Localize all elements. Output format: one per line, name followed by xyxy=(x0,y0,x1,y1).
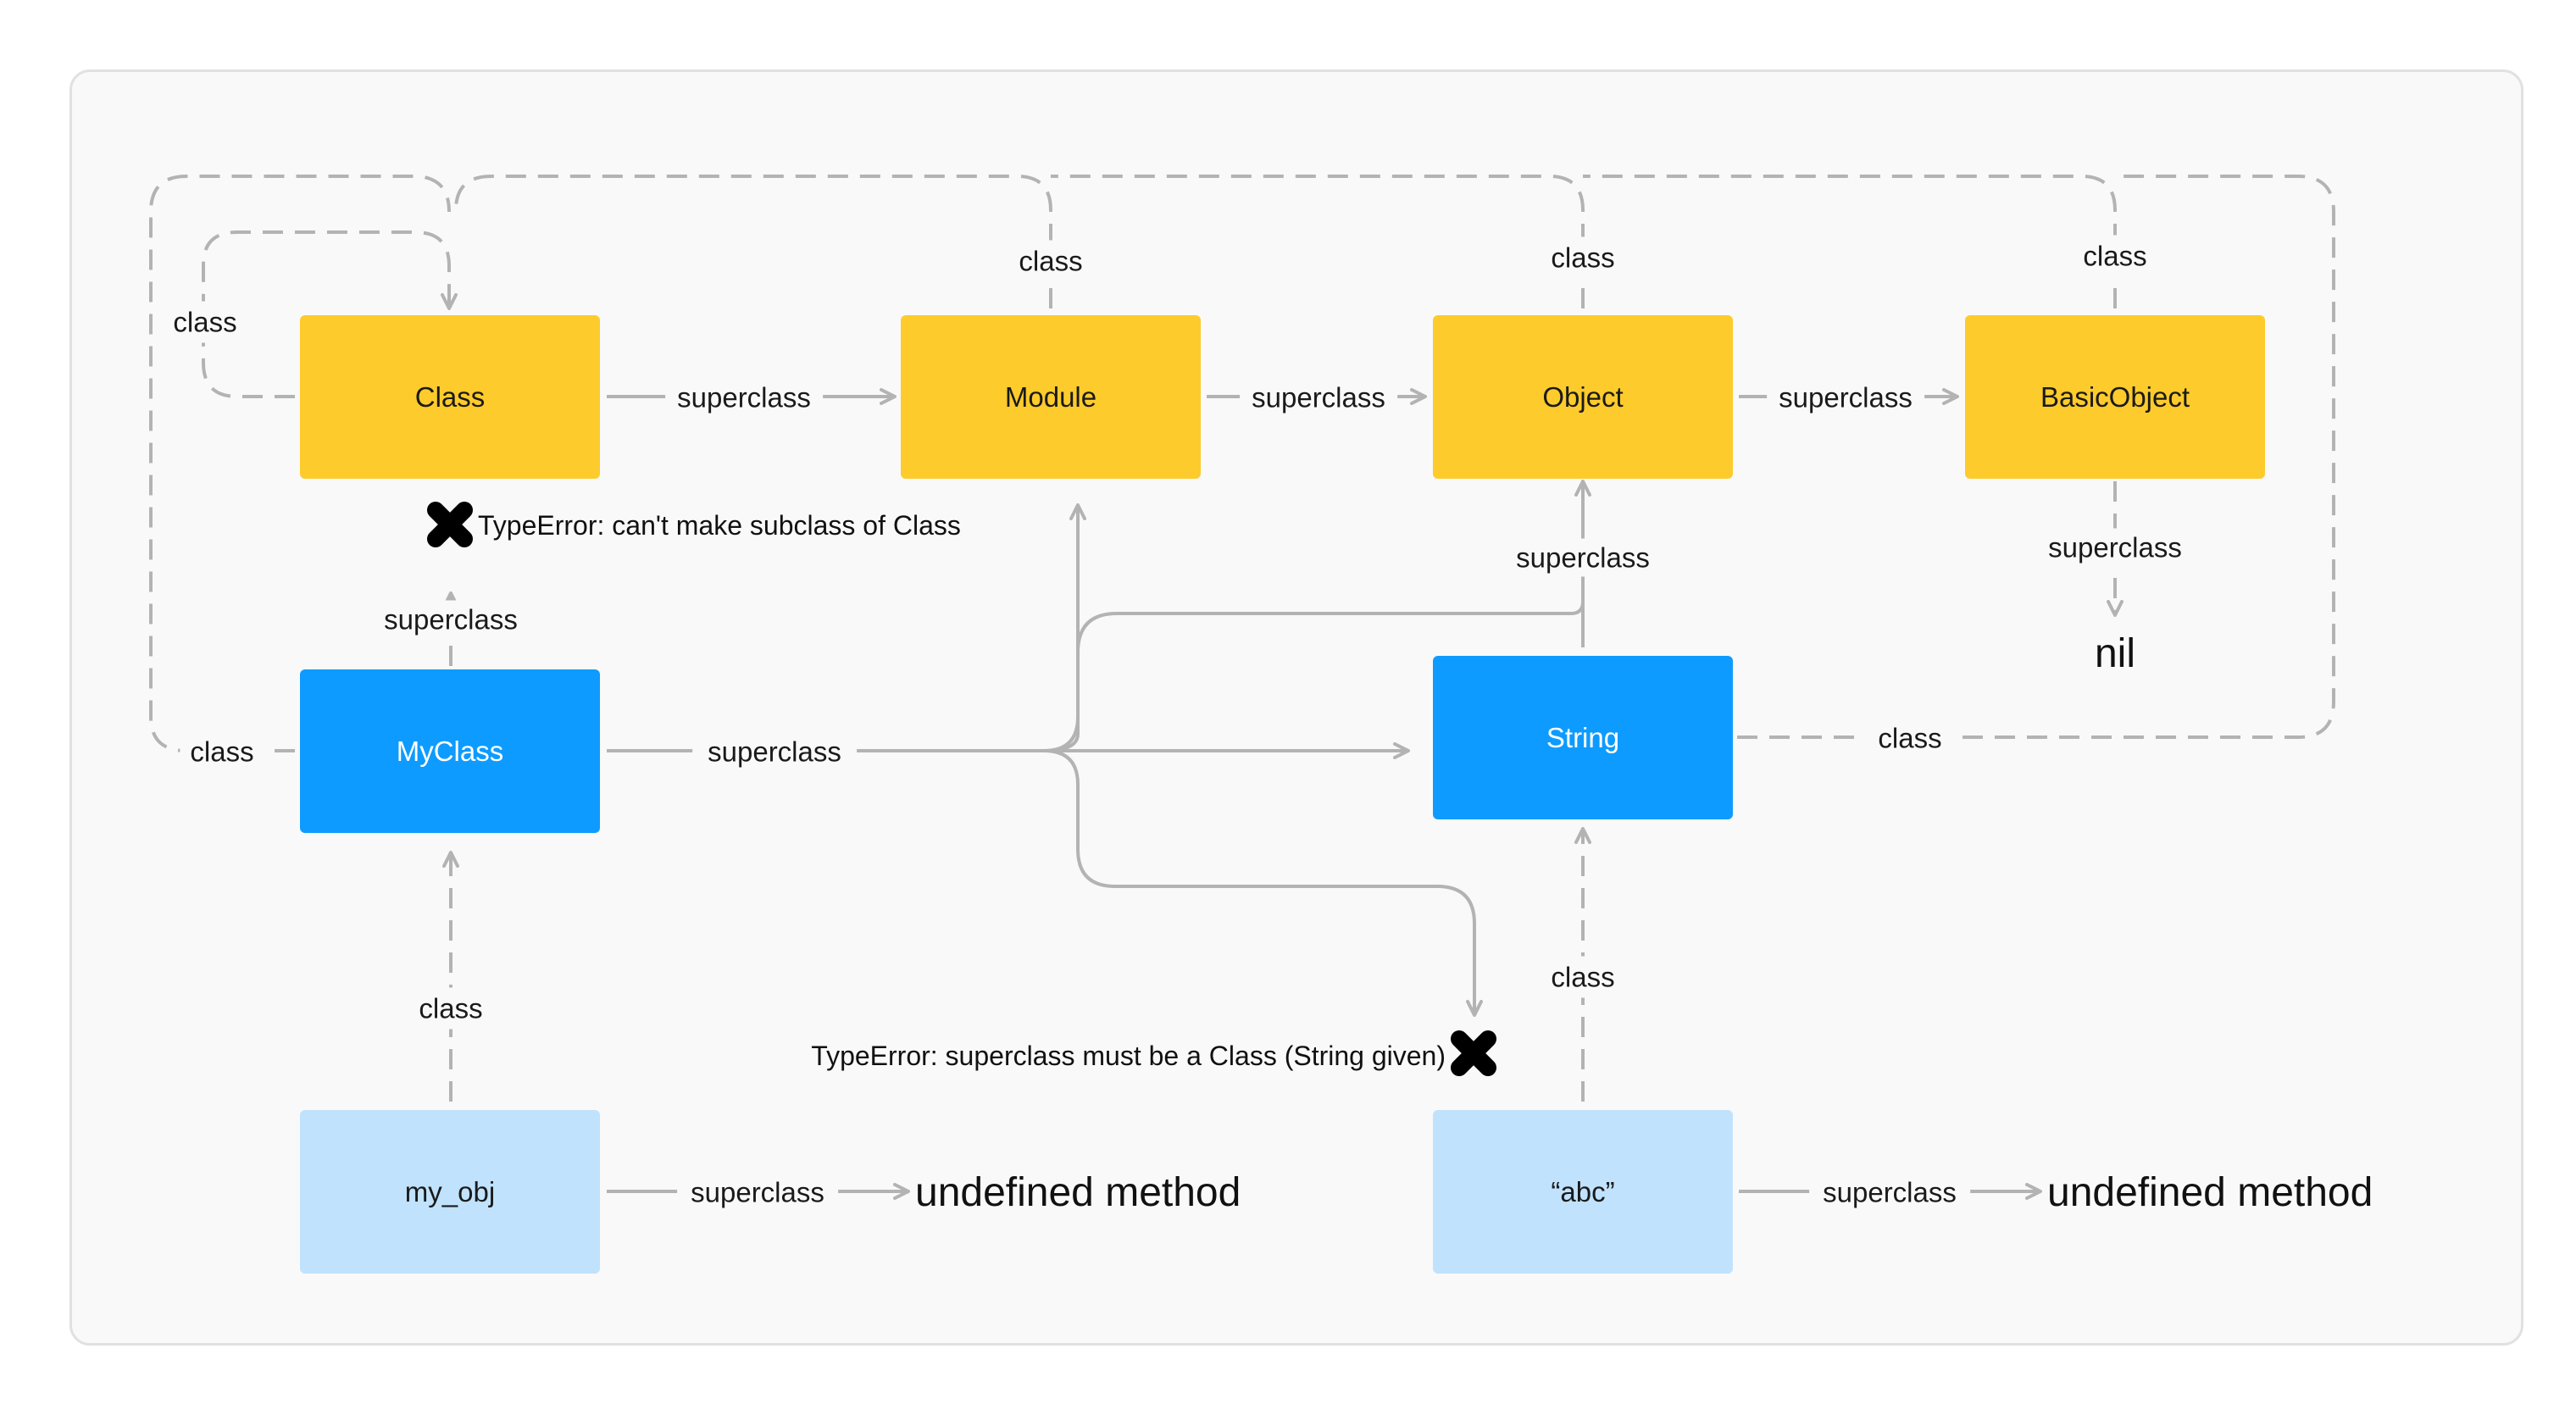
superclass-string-error-text: TypeError: superclass must be a Class (S… xyxy=(811,1041,1446,1071)
object-node: Object xyxy=(1433,315,1733,479)
abc-superclass-label: superclass xyxy=(1809,1178,1970,1207)
error-x-icon xyxy=(427,502,473,547)
myobj-superclass-label: superclass xyxy=(677,1178,838,1207)
myclass-class-edge xyxy=(149,175,451,752)
myclass-to-class-superclass-label: superclass xyxy=(375,600,526,639)
error-x-icon xyxy=(1451,1030,1496,1076)
module-class-label: class xyxy=(1013,240,1088,282)
myclass-node: MyClass xyxy=(300,669,600,833)
object-class-label: class xyxy=(1546,236,1620,279)
module-node: Module xyxy=(901,315,1201,479)
myclass-superclass-label: superclass xyxy=(692,737,857,766)
string-to-module-edge xyxy=(1043,601,1585,752)
myobj-node: my_obj xyxy=(300,1110,600,1274)
myclass-to-module-edge xyxy=(1043,503,1086,752)
myclass-to-abc-edge xyxy=(1043,749,1483,1017)
basicobject-class-edge xyxy=(1583,175,2117,308)
module-class-edge xyxy=(454,175,1052,308)
basicobject-node: BasicObject xyxy=(1965,315,2265,479)
class-node: Class xyxy=(300,315,600,479)
myobj-class-label: class xyxy=(414,987,488,1030)
string-superclass-label: superclass xyxy=(1507,538,1658,577)
basicobject-class-label: class xyxy=(2078,235,2152,277)
object-class-edge xyxy=(1051,175,1585,308)
class-superclass-label: superclass xyxy=(665,383,823,412)
abc-undefined-method: undefined method xyxy=(2047,1170,2373,1215)
myclass-class-label: class xyxy=(180,737,264,766)
object-superclass-label: superclass xyxy=(1767,383,1924,412)
abc-node: “abc” xyxy=(1433,1110,1733,1274)
class-self-class-label: class xyxy=(169,301,241,343)
subclass-class-error-text: TypeError: can't make subclass of Class xyxy=(478,510,961,541)
basicobject-superclass-label: superclass xyxy=(2040,528,2190,567)
module-superclass-label: superclass xyxy=(1240,383,1397,412)
nil-terminal: nil xyxy=(2094,631,2136,676)
class-self-loop-edge xyxy=(202,230,458,398)
myobj-undefined-method: undefined method xyxy=(915,1170,1241,1215)
string-class-label: class xyxy=(1864,724,1956,752)
abc-class-label: class xyxy=(1546,956,1620,998)
string-node: String xyxy=(1433,656,1733,819)
